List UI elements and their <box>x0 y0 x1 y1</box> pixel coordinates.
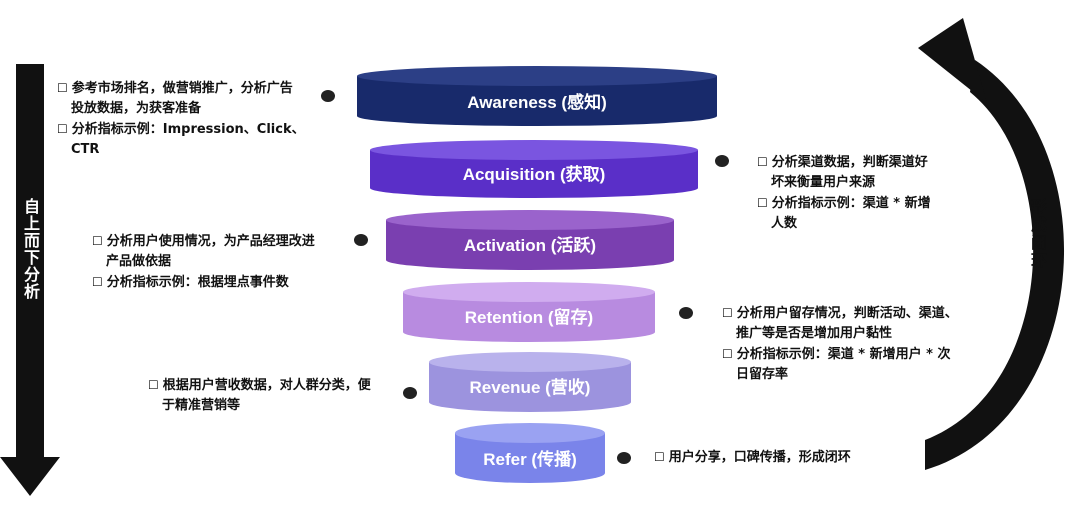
stage-label-awareness: Awareness (感知) <box>467 92 607 112</box>
top-down-label: 自上而下分析 <box>21 198 40 300</box>
checkbox-icon: ☐ <box>757 155 768 169</box>
note-text: 分析指标示例：根据埋点事件数 <box>106 275 289 290</box>
checkbox-icon: ☐ <box>57 81 68 95</box>
stage-awareness-top <box>357 66 717 86</box>
checkbox-icon: ☐ <box>654 450 665 464</box>
stage-retention-top <box>403 282 655 302</box>
connector-dot <box>403 387 417 399</box>
note-text: CTR <box>71 142 100 157</box>
checkbox-icon: ☐ <box>757 196 768 210</box>
note-text: 于精准营销等 <box>162 398 241 413</box>
note-text: 分析指标示例：Impression、Click、 <box>71 122 305 137</box>
checkbox-icon: ☐ <box>722 306 733 320</box>
note-text: 分析指标示例：渠道 * 新增用户 * 次 <box>736 347 951 362</box>
stage-refer <box>455 423 605 483</box>
stage-label-revenue: Revenue (营收) <box>470 377 591 397</box>
note-awareness: ☐参考市场排名，做营销推广，分析广告 投放数据，为获客准备 ☐分析指标示例：Im… <box>57 78 305 160</box>
note-acquisition: ☐分析渠道数据，判断渠道好 坏来衡量用户来源 ☐分析指标示例：渠道 * 新增 人… <box>757 152 931 234</box>
note-text: 投放数据，为获客准备 <box>71 101 202 116</box>
note-text: 日留存率 <box>736 367 789 382</box>
note-text: 用户分享，口碑传播，形成闭环 <box>668 450 851 465</box>
stage-refer-body <box>455 433 605 483</box>
stage-retention-body <box>403 292 655 342</box>
note-text: 坏来衡量用户来源 <box>771 175 876 190</box>
note-activation: ☐分析用户使用情况，为产品经理改进 产品做依据 ☐分析指标示例：根据埋点事件数 <box>92 231 315 293</box>
connector-dot <box>321 90 335 102</box>
note-text: 分析用户使用情况，为产品经理改进 <box>106 234 315 249</box>
note-refer: ☐用户分享，口碑传播，形成闭环 <box>654 447 851 468</box>
note-revenue: ☐根据用户营收数据，对人群分类，便 于精准营销等 <box>148 375 371 416</box>
connector-dot <box>354 234 368 246</box>
stage-acquisition <box>370 140 698 198</box>
connector-dot <box>679 307 693 319</box>
stage-activation <box>386 210 674 270</box>
stage-label-retention: Retention (留存) <box>465 307 593 327</box>
stage-refer-top <box>455 423 605 443</box>
stage-revenue-top <box>429 352 631 372</box>
stage-label-activation: Activation (活跃) <box>464 235 596 255</box>
note-text: 产品做依据 <box>106 254 172 269</box>
stage-activation-body <box>386 220 674 270</box>
note-text: 参考市场排名，做营销推广，分析广告 <box>71 81 293 96</box>
stage-activation-top <box>386 210 674 230</box>
note-text: 分析指标示例：渠道 * 新增 <box>771 196 931 211</box>
note-text: 根据用户营收数据，对人群分类，便 <box>162 378 371 393</box>
stage-revenue-body <box>429 362 631 412</box>
checkbox-icon: ☐ <box>92 275 103 289</box>
note-retention: ☐分析用户留存情况，判断活动、渠道、 推广等是否是增加用户黏性 ☐分析指标示例：… <box>722 303 958 385</box>
loop-arrow <box>918 18 1065 470</box>
note-text: 分析渠道数据，判断渠道好 <box>771 155 928 170</box>
stage-retention <box>403 282 655 342</box>
stage-acquisition-top <box>370 140 698 160</box>
checkbox-icon: ☐ <box>92 234 103 248</box>
stage-awareness <box>357 66 717 126</box>
checkbox-icon: ☐ <box>148 378 159 392</box>
stage-label-acquisition: Acquisition (获取) <box>463 164 606 184</box>
stage-awareness-body <box>357 76 717 126</box>
top-down-arrow <box>0 64 60 496</box>
closed-loop-label: 形成闭环 <box>1028 198 1047 270</box>
stage-acquisition-body <box>370 150 698 198</box>
note-text: 人数 <box>771 216 798 231</box>
note-text: 分析用户留存情况，判断活动、渠道、 <box>736 306 958 321</box>
stage-revenue <box>429 352 631 412</box>
note-text: 推广等是否是增加用户黏性 <box>736 326 893 341</box>
connector-dot <box>617 452 631 464</box>
stage-label-refer: Refer (传播) <box>483 449 577 469</box>
checkbox-icon: ☐ <box>722 347 733 361</box>
checkbox-icon: ☐ <box>57 122 68 136</box>
connector-dot <box>715 155 729 167</box>
